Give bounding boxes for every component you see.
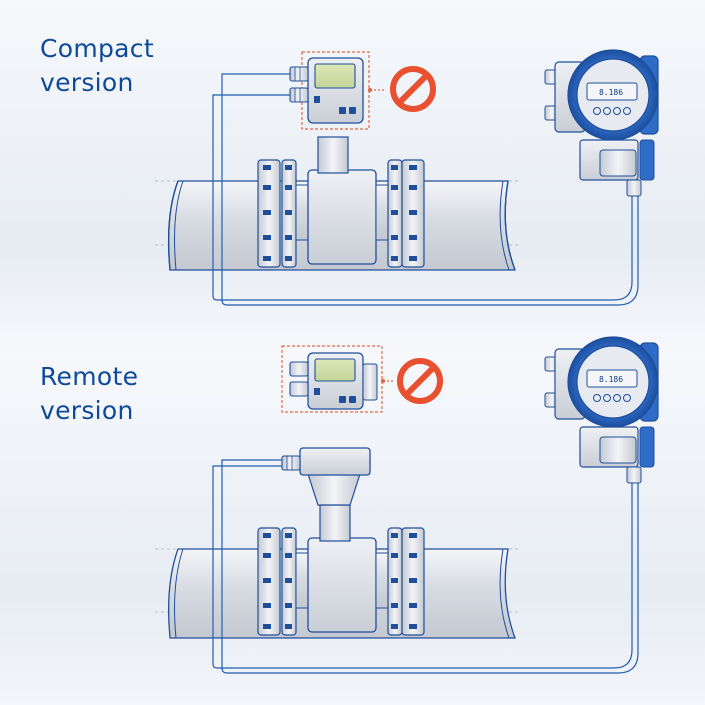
remote-version-title: Remote version [40, 362, 139, 425]
signal-cable [221, 73, 639, 306]
prohibited-icon [390, 66, 436, 112]
sensor-body [307, 169, 377, 265]
compact-assembly: 8.186 [155, 49, 659, 306]
transmitter-housing: 8.186 [544, 49, 659, 197]
prohibited-icon [397, 358, 443, 404]
compact-version-title: Compact version [40, 34, 154, 97]
transmitter-housing: 8.186 [544, 336, 659, 484]
terminal-box [299, 447, 371, 476]
transmitter-display-value: 8.186 [599, 88, 623, 97]
remote-assembly: 8.186 [155, 336, 659, 674]
transmitter-display-value: 8.186 [599, 375, 623, 384]
signal-cable [221, 459, 639, 674]
sensor-neck [317, 136, 349, 174]
